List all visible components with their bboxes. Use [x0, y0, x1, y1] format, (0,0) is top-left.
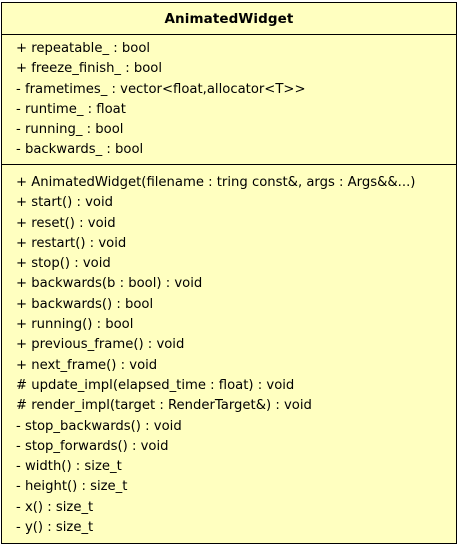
operation-running: + running() : bool [16, 317, 134, 333]
operation-reset: + reset() : void [16, 215, 116, 231]
operation-backwards-getter: + backwards() : bool [16, 296, 154, 312]
attributes-compartment: + repeatable_ : bool + freeze_finish_ : … [2, 35, 456, 165]
operation-height: - height() : size_t [16, 479, 128, 495]
operation-previous-frame: + previous_frame() : void [16, 337, 185, 353]
attribute-freeze-finish: + freeze_finish_ : bool [16, 61, 163, 77]
operations-compartment: + AnimatedWidget(filename : tring const&… [2, 165, 456, 538]
attribute-repeatable: + repeatable_ : bool [16, 41, 151, 56]
operation-stop-backwards: - stop_backwards() : void [16, 418, 182, 434]
operation-start: + start() : void [16, 195, 113, 211]
operation-next-frame: + next_frame() : void [16, 357, 158, 373]
operation-constructor: + AnimatedWidget(filename : tring const&… [16, 175, 416, 190]
operation-x: - x() : size_t [16, 499, 94, 515]
attribute-runtime: - runtime_ : float [16, 101, 126, 117]
operation-stop-forwards: - stop_forwards() : void [16, 438, 169, 454]
operation-render-impl: # render_impl(target : RenderTarget&) : … [16, 398, 312, 414]
class-name: AnimatedWidget [164, 10, 294, 27]
operation-width: - width() : size_t [16, 459, 122, 475]
attribute-backwards: - backwards_ : bool [16, 142, 144, 158]
operation-stop: + stop() : void [16, 256, 111, 272]
operation-y: - y() : size_t [16, 520, 94, 536]
operation-update-impl: # update_impl(elapsed_time : float) : vo… [16, 377, 295, 393]
operation-backwards-setter: + backwards(b : bool) : void [16, 276, 203, 292]
class-header: AnimatedWidget [2, 3, 456, 35]
operation-restart: + restart() : void [16, 235, 127, 251]
attribute-frametimes: - frametimes_ : vector<float,allocator<T… [16, 81, 306, 97]
attribute-running: - running_ : bool [16, 122, 124, 138]
